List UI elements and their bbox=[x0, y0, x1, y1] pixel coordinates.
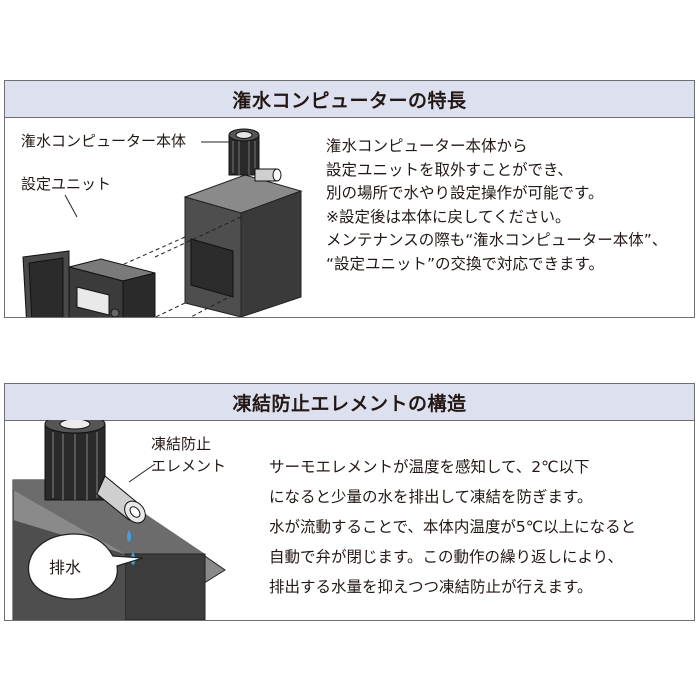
drain-label: 排水 bbox=[49, 558, 82, 577]
feature-line: ※設定後は本体に戻してください。 bbox=[326, 207, 571, 226]
feature-line: “設定ユニット”の交換で対応できます。 bbox=[326, 254, 605, 273]
antifreeze-description: サーモエレメントが温度を感知して、2℃以下 になると少量の水を排出して凍結を防ぎ… bbox=[269, 452, 636, 602]
antifreeze-section: 凍結防止エレメントの構造 凍結防止 エレメント 排水 サーモエレメントが温度を感… bbox=[4, 383, 695, 621]
setting-unit-leader-line bbox=[64, 194, 78, 218]
main-unit-leader-line bbox=[201, 141, 229, 143]
antifreeze-section-title: 凍結防止エレメントの構造 bbox=[5, 384, 694, 421]
feature-section: 潅水コンピューターの特長 bbox=[4, 80, 695, 318]
feature-line: 設定ユニットを取外すことができ、 bbox=[326, 160, 573, 179]
feature-line: メンテナンスの際も“潅水コンピューター本体”、 bbox=[326, 231, 668, 249]
antifreeze-line: 水が流動することで、本体内温度が5℃以上になると bbox=[269, 518, 637, 536]
antifreeze-line: 排出する水量を抑えつつ凍結防止が行えます。 bbox=[269, 578, 593, 596]
feature-description: 潅水コンピューター本体から 設定ユニットを取外すことができ、 別の場所で水やり設… bbox=[326, 135, 667, 276]
feature-line: 潅水コンピューター本体から bbox=[326, 137, 528, 155]
feature-section-title: 潅水コンピューターの特長 bbox=[5, 81, 694, 118]
feature-line: 別の場所で水やり設定操作が可能です。 bbox=[326, 184, 604, 202]
element-label-line2: エレメント bbox=[151, 457, 227, 475]
antifreeze-element-illustration bbox=[12, 420, 226, 620]
main-unit-label: 潅水コンピューター本体 bbox=[21, 132, 187, 150]
antifreeze-line: サーモエレメントが温度を感知して、2℃以下 bbox=[269, 458, 590, 476]
irrigation-computer-illustration bbox=[22, 128, 303, 317]
antifreeze-line: 自動で弁が閉じます。この動作の繰り返しにより、 bbox=[269, 548, 624, 566]
setting-unit-label: 設定ユニット bbox=[21, 175, 112, 193]
element-label-line1: 凍結防止 bbox=[151, 435, 212, 453]
antifreeze-line: になると少量の水を排出して凍結を防ぎます。 bbox=[269, 488, 593, 506]
